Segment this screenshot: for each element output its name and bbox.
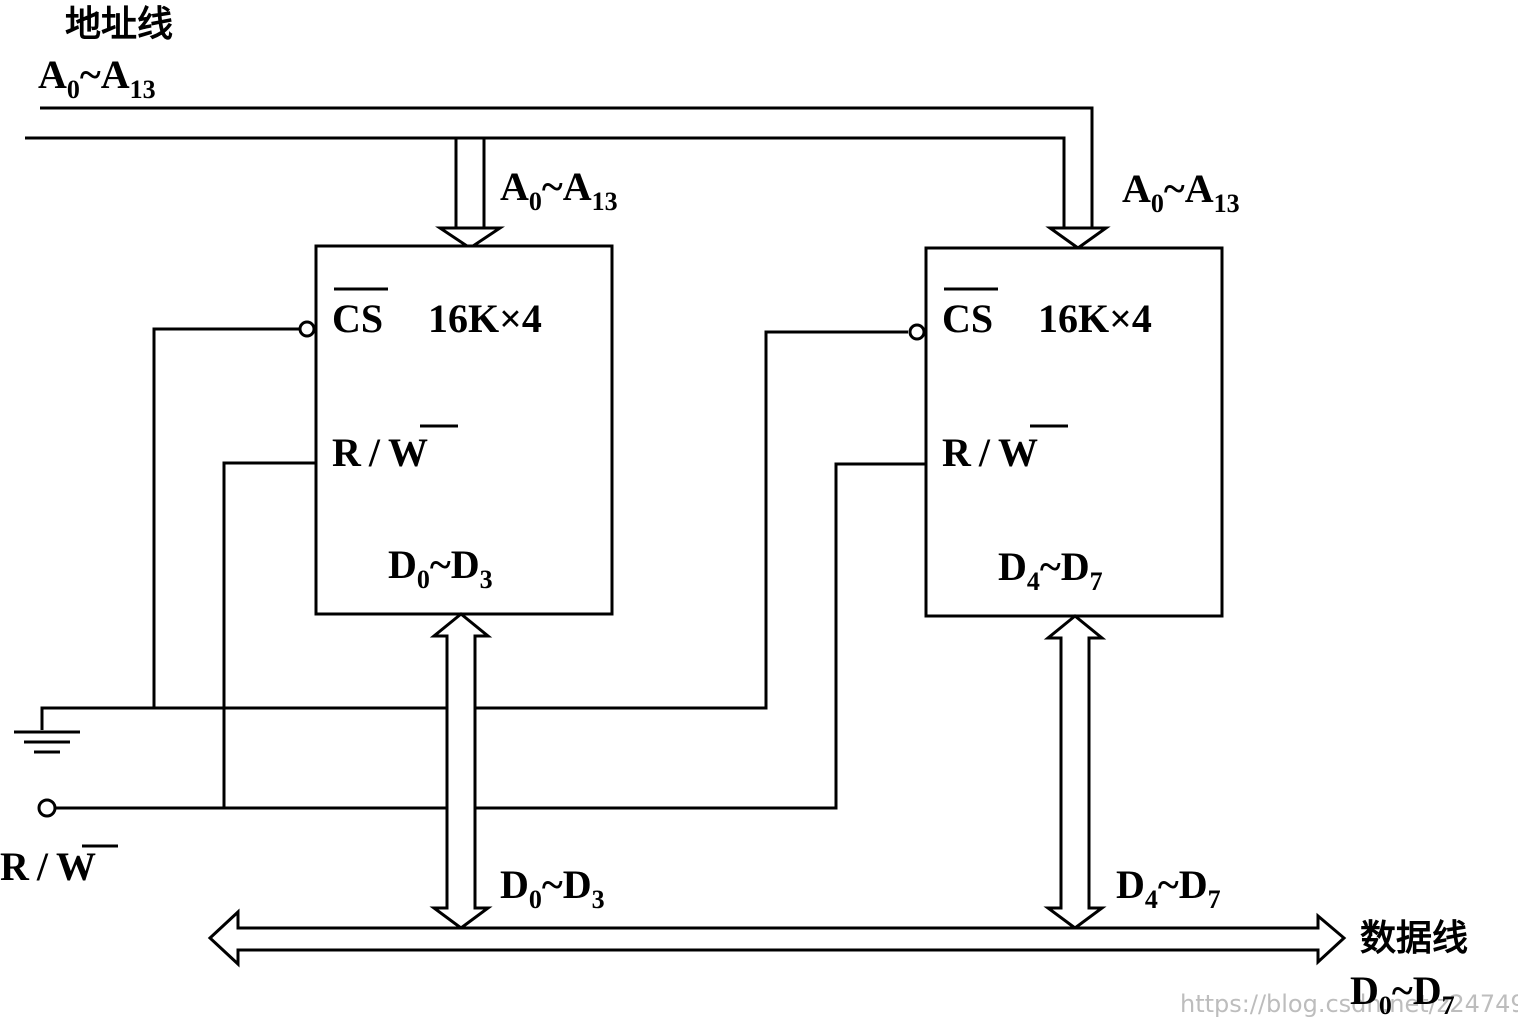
watermark: https://blog.csdn.net/z2474975 bbox=[1180, 990, 1518, 1018]
chip-1-address-label: A0~A13 bbox=[500, 164, 618, 216]
memory-chip-1: CS 16K×4 R/W D0~D3 bbox=[314, 244, 614, 616]
chip-1-data-pins-label: D0~D3 bbox=[388, 542, 493, 594]
chip-1-cs-label: CS bbox=[332, 296, 383, 341]
data-bus bbox=[207, 908, 1347, 968]
data-bus-label-low: D0~D3 bbox=[500, 862, 605, 914]
data-bus-label-high: D4~D7 bbox=[1116, 862, 1221, 914]
address-arrow-chip-1 bbox=[435, 226, 505, 250]
chip-1-cs-inversion-bubble bbox=[298, 320, 316, 338]
chip-2-cs-label: CS bbox=[942, 296, 993, 341]
address-bus bbox=[25, 106, 1111, 250]
rw-input-label: R/W bbox=[0, 844, 96, 889]
chip-2-data-bus-arrow bbox=[1043, 614, 1107, 930]
chip-2-rw-label: R/W bbox=[942, 430, 1038, 475]
chip-1-data-bus-arrow bbox=[429, 612, 493, 930]
data-bus-range-label: D0~D7 bbox=[1350, 968, 1455, 1020]
chip-2-capacity: 16K×4 bbox=[1038, 296, 1152, 341]
ground-symbol-icon bbox=[14, 730, 80, 754]
chip-2-cs-inversion-bubble bbox=[908, 323, 926, 341]
address-bus-label: A0~A13 bbox=[38, 52, 156, 104]
cs-ground-wiring bbox=[40, 320, 926, 730]
rw-input-terminal-icon bbox=[37, 798, 57, 818]
chip-2-data-pins-label: D4~D7 bbox=[998, 544, 1103, 596]
address-bus-title: 地址线 bbox=[65, 4, 173, 45]
chip-1-capacity: 16K×4 bbox=[428, 296, 542, 341]
data-bus-title: 数据线 bbox=[1360, 918, 1468, 959]
chip-1-rw-label: R/W bbox=[332, 430, 428, 475]
address-arrow-chip-2 bbox=[1045, 226, 1111, 250]
chip-2-address-label: A0~A13 bbox=[1122, 166, 1240, 218]
memory-chip-2: CS 16K×4 R/W D4~D7 bbox=[924, 246, 1224, 618]
